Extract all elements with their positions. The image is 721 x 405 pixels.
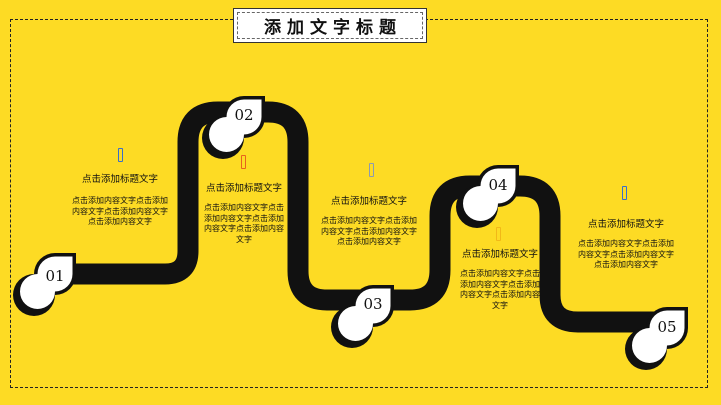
title-inner-border: 添加文字标题 [237, 12, 423, 39]
step-number-05: 05 [657, 318, 677, 336]
node-inner-05 [632, 310, 685, 363]
node-inner-01 [19, 256, 73, 309]
accent-bar-03 [369, 163, 374, 177]
step-text-03: 点击添加标题文字 点击添加内容文字点击添加内容文字点击添加内容文字点击添加内容文… [315, 196, 423, 248]
step-number-02: 02 [234, 106, 254, 124]
step-title-03: 点击添加标题文字 [330, 196, 407, 207]
accent-bar-05 [622, 186, 627, 200]
step-number-03: 03 [363, 295, 383, 313]
node-inner-03 [338, 288, 391, 341]
step-text-01: 点击添加标题文字 点击添加内容文字点击添加内容文字点击添加内容文字点击添加内容文… [66, 174, 174, 228]
step-title-02: 点击添加标题文字 [205, 183, 282, 194]
step-number-01: 01 [45, 267, 65, 285]
slide-title: 添加文字标题 [264, 18, 402, 38]
title-box: 添加文字标题 [233, 8, 427, 43]
step-body-05: 点击添加内容文字点击添加内容文字点击添加内容文字点击添加内容文字 [578, 239, 674, 269]
step-text-04: 点击添加标题文字 点击添加内容文字点击添加内容文字点击添加内容文字点击添加内容文… [446, 249, 554, 311]
step-body-01: 点击添加内容文字点击添加内容文字点击添加内容文字点击添加内容文字 [72, 196, 168, 226]
step-title-01: 点击添加标题文字 [81, 174, 158, 185]
accent-bar-02 [241, 155, 246, 169]
accent-bar-01 [118, 148, 123, 162]
step-body-03: 点击添加内容文字点击添加内容文字点击添加内容文字点击添加内容文字 [321, 216, 417, 246]
node-inner-02 [209, 99, 262, 152]
step-title-04: 点击添加标题文字 [461, 249, 538, 260]
step-text-05: 点击添加标题文字 点击添加内容文字点击添加内容文字点击添加内容文字点击添加内容文… [572, 219, 680, 271]
step-body-04: 点击添加内容文字点击添加内容文字点击添加内容文字点击添加内容文字 [460, 269, 540, 310]
accent-bar-04 [496, 227, 501, 241]
step-text-02: 点击添加标题文字 点击添加内容文字点击添加内容文字点击添加内容文字点击添加内容文… [190, 183, 298, 245]
step-number-04: 04 [488, 176, 508, 194]
step-title-05: 点击添加标题文字 [587, 219, 664, 230]
step-body-02: 点击添加内容文字点击添加内容文字点击添加内容文字点击添加内容文字 [204, 203, 284, 244]
node-inner-04 [463, 168, 516, 221]
